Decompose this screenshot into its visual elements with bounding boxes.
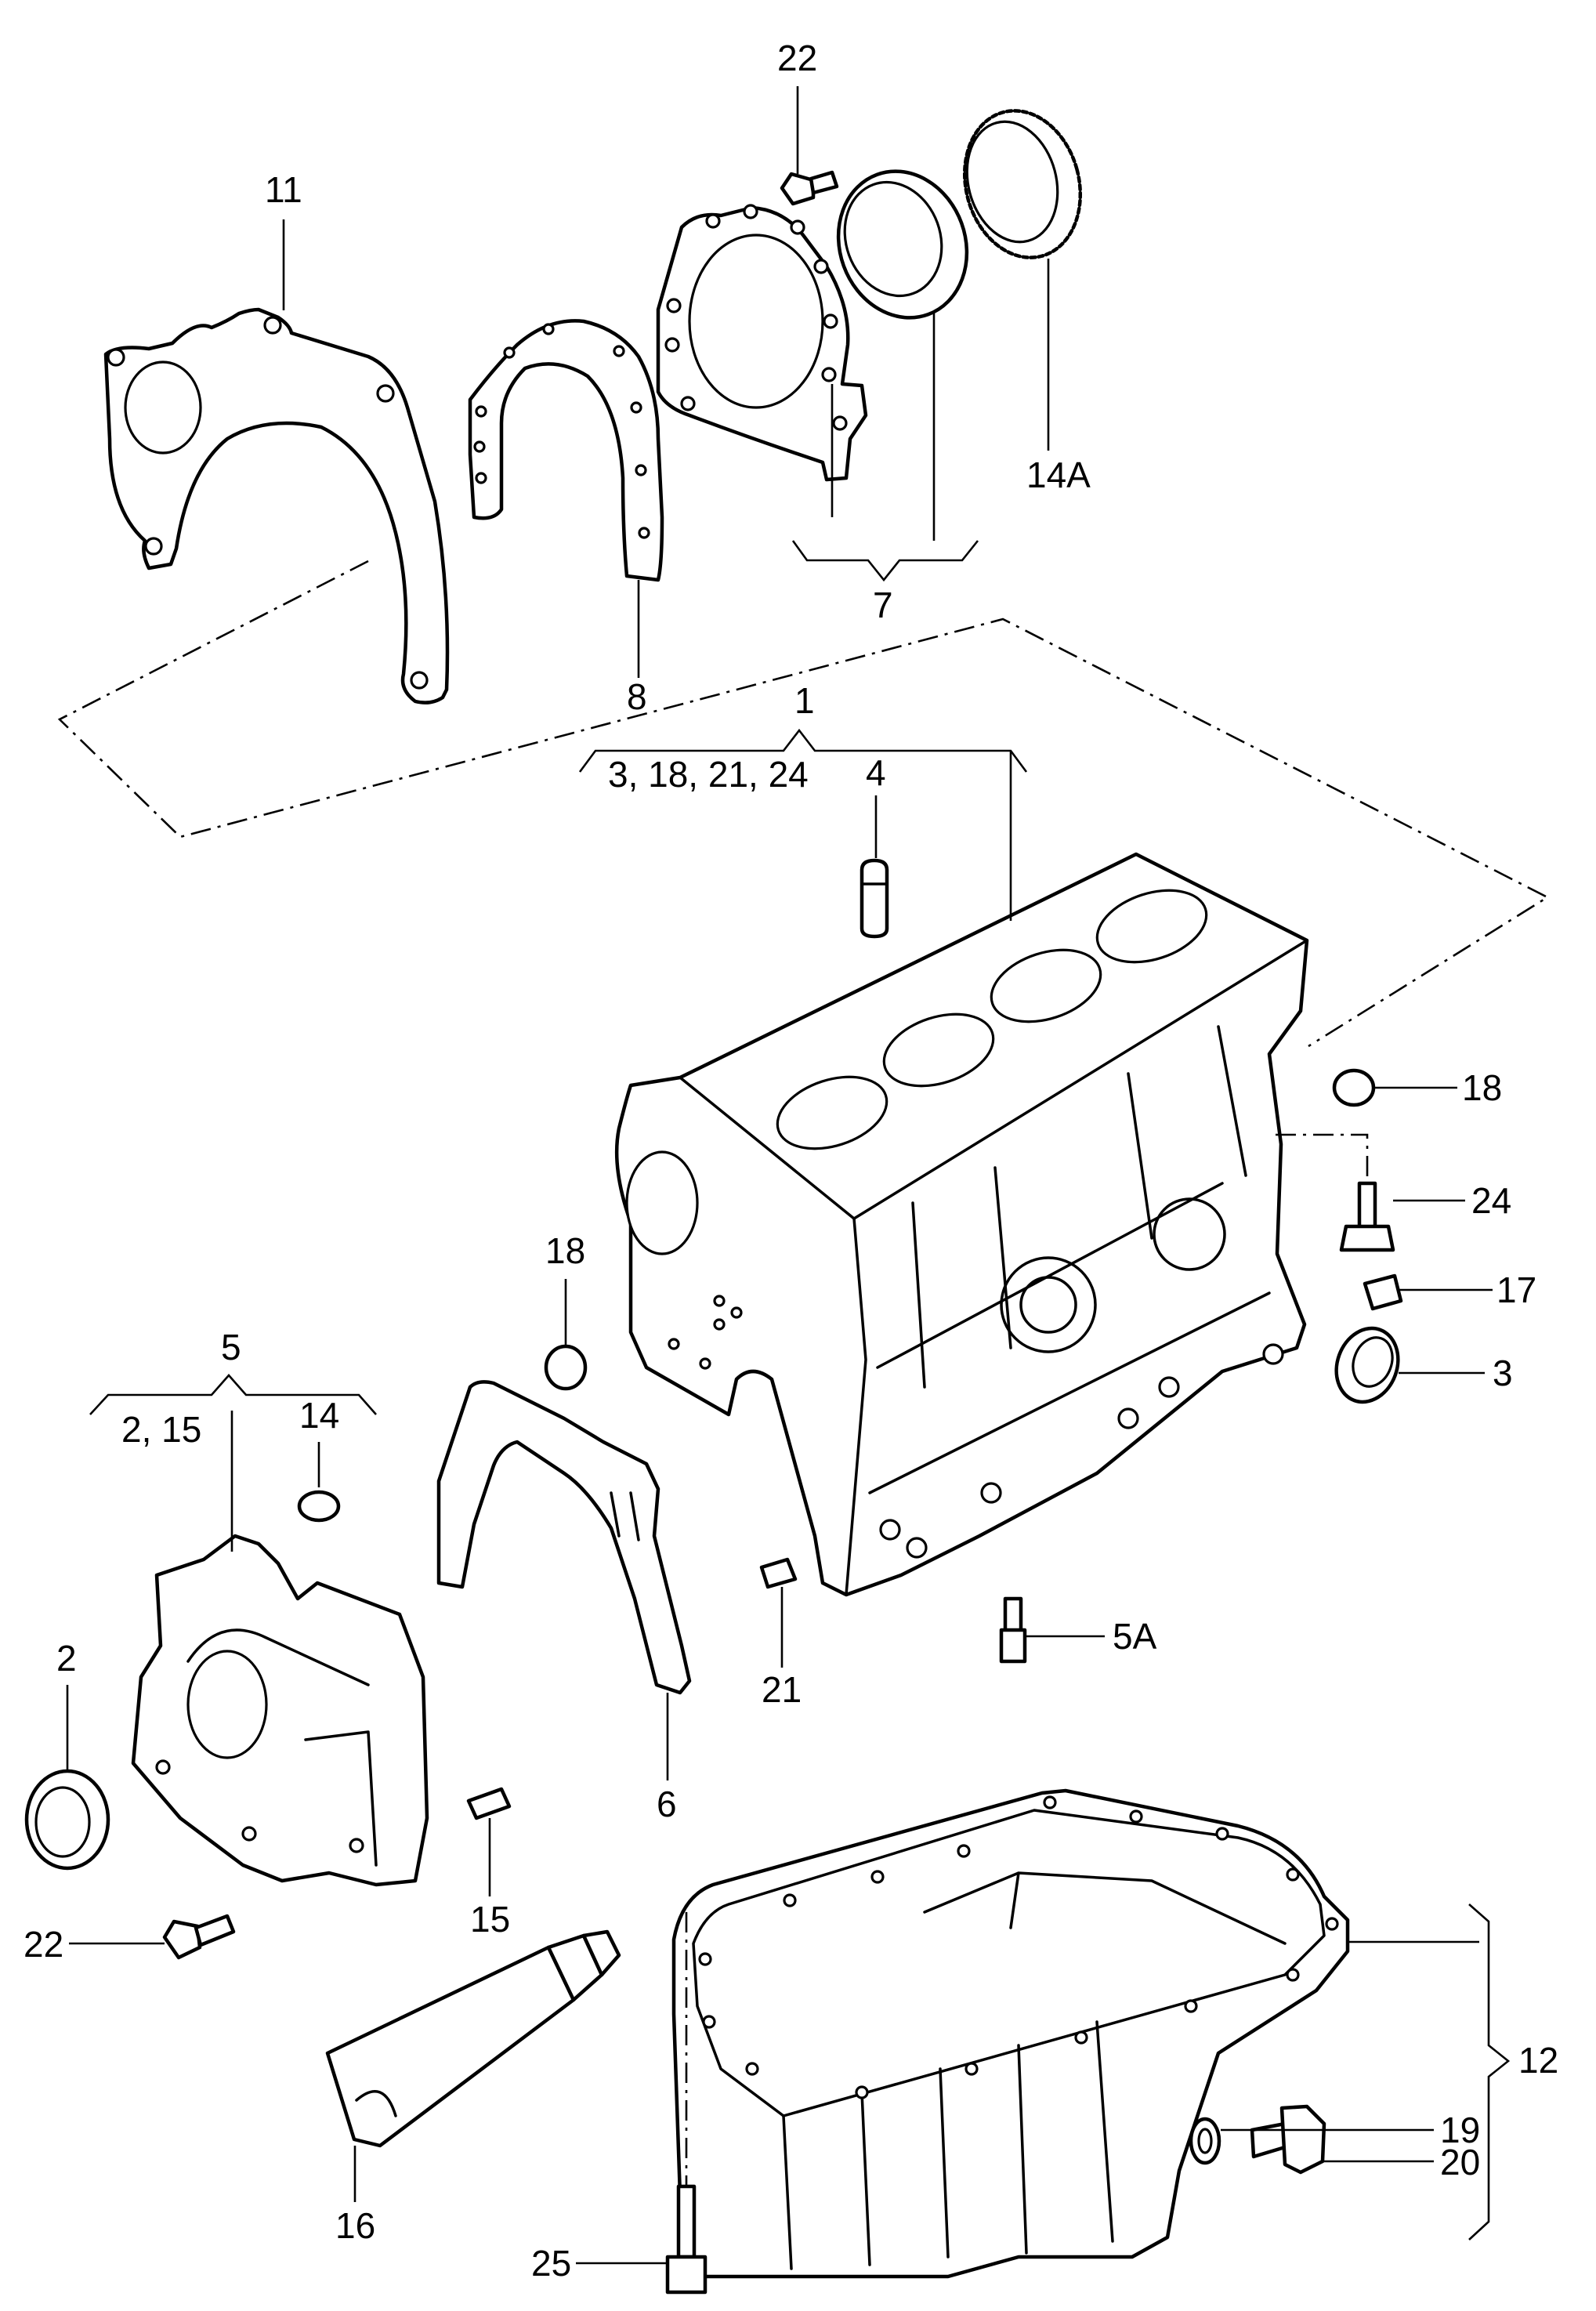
callout-21: 21 bbox=[762, 1669, 802, 1710]
callout-19: 19 bbox=[1440, 2110, 1480, 2150]
callout-1: 1 bbox=[794, 680, 815, 721]
part-20-drain-plug[interactable] bbox=[1250, 2104, 1326, 2175]
callout-6: 6 bbox=[657, 1784, 677, 1824]
part-24-bolt[interactable] bbox=[1339, 1181, 1395, 1252]
callout-11: 11 bbox=[265, 169, 302, 210]
part-7-seal-ring[interactable] bbox=[818, 153, 986, 335]
leader-lines bbox=[66, 86, 1511, 2265]
callout-17: 17 bbox=[1496, 1270, 1536, 1310]
part-5-bearing-housing[interactable] bbox=[131, 1534, 429, 1887]
assembly-boundary-line bbox=[57, 560, 1550, 1048]
callout-5-subparts: 2, 15 bbox=[121, 1409, 201, 1450]
part-22-bolt-top[interactable] bbox=[780, 170, 839, 206]
part-17-sleeve[interactable] bbox=[1363, 1273, 1403, 1311]
part-11-rear-plate[interactable] bbox=[103, 307, 450, 705]
callout-25: 25 bbox=[531, 2243, 571, 2284]
callout-3: 3 bbox=[1493, 1353, 1513, 1393]
part-22-bolt-bottom[interactable] bbox=[162, 1914, 236, 1960]
callout-24: 24 bbox=[1471, 1180, 1511, 1221]
part-4-dowel-pin[interactable] bbox=[860, 858, 889, 939]
part-3-seal[interactable] bbox=[1326, 1320, 1408, 1411]
callout-5: 5 bbox=[221, 1327, 241, 1367]
callout-18-right: 18 bbox=[1462, 1067, 1502, 1108]
part-12-oil-pan[interactable] bbox=[671, 1788, 1350, 2279]
callout-2: 2 bbox=[56, 1638, 77, 1679]
part-19-seal-washer[interactable] bbox=[1189, 2117, 1221, 2165]
callout-18-left: 18 bbox=[545, 1230, 585, 1271]
part-6-gasket[interactable] bbox=[436, 1380, 692, 1695]
part-21-pin[interactable] bbox=[759, 1557, 798, 1589]
callout-14a: 14A bbox=[1026, 455, 1091, 495]
callout-8: 8 bbox=[627, 676, 647, 717]
part-14-plug[interactable] bbox=[297, 1490, 341, 1523]
part-14a-sender-wheel[interactable] bbox=[949, 98, 1096, 271]
part-18-plug-left[interactable] bbox=[544, 1344, 588, 1391]
part-25-bolt[interactable] bbox=[665, 2184, 708, 2295]
part-2-seal[interactable] bbox=[24, 1769, 110, 1871]
callout-5a: 5A bbox=[1113, 1616, 1157, 1657]
part-1-cylinder-block[interactable] bbox=[614, 852, 1309, 1597]
part-18-plug-right[interactable] bbox=[1332, 1068, 1376, 1107]
part-8-gasket[interactable] bbox=[468, 319, 664, 582]
callout-7: 7 bbox=[873, 585, 893, 625]
callout-1-subparts: 3, 18, 21, 24 bbox=[608, 754, 809, 795]
part-5a-dowel[interactable] bbox=[999, 1596, 1027, 1664]
part-16-sealant-tube[interactable] bbox=[325, 1929, 621, 2148]
callout-20: 20 bbox=[1440, 2142, 1480, 2182]
part-7-seal-flange[interactable] bbox=[656, 204, 868, 482]
callout-14: 14 bbox=[299, 1395, 339, 1436]
callout-22-top: 22 bbox=[777, 38, 817, 78]
callout-labels: 22 11 14A 7 8 1 3, 18, 21, 24 4 18 24 17… bbox=[24, 38, 1558, 2284]
part-15-pin[interactable] bbox=[466, 1787, 512, 1820]
callout-4: 4 bbox=[866, 752, 886, 793]
callout-22-bottom: 22 bbox=[24, 1924, 63, 1965]
callout-16: 16 bbox=[335, 2205, 375, 2246]
callout-12: 12 bbox=[1518, 2040, 1558, 2081]
callout-15: 15 bbox=[470, 1899, 510, 1940]
